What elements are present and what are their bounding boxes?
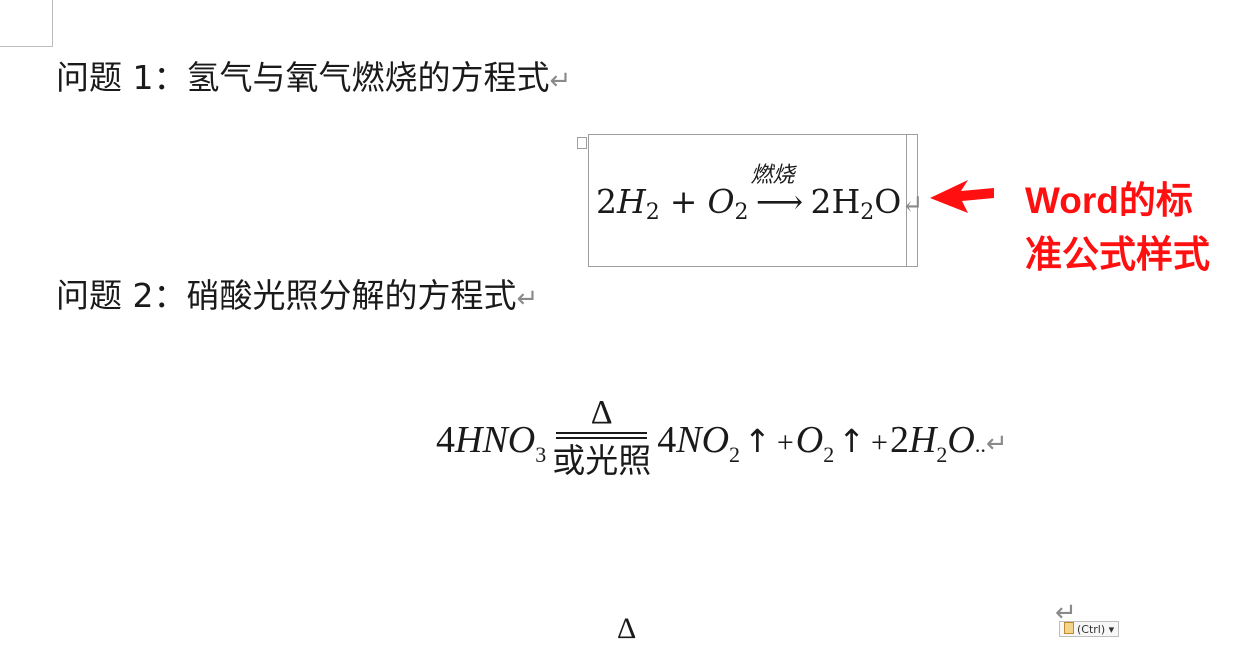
long-arrow-icon: ⟶	[755, 182, 804, 221]
eq2-condition-stack: Δ 或光照	[552, 396, 651, 483]
page-corner-mark	[0, 0, 53, 47]
equation-handle[interactable]	[577, 137, 587, 149]
equals-bar	[556, 437, 648, 439]
question-1-label: 问题 1：	[56, 58, 187, 97]
eq2-sub: 2	[729, 442, 741, 468]
equation-1-frame[interactable]	[588, 134, 918, 267]
eq1-plus: +	[669, 182, 698, 221]
eq1-product: 2H	[810, 182, 861, 221]
delta-icon: Δ	[617, 612, 637, 645]
eq2-no: NO	[676, 419, 730, 462]
eq2-water-o: O	[947, 419, 975, 462]
eq2-dots: ..	[974, 432, 986, 458]
delta-icon: Δ	[590, 394, 613, 431]
eq2-hno: HNO	[455, 419, 536, 462]
eq1-sub: 2	[734, 200, 749, 225]
paragraph-mark: ↵	[901, 190, 924, 220]
up-arrow-icon: ↑	[838, 422, 866, 461]
annotation-line-2: 准公式样式	[1025, 234, 1210, 275]
eq2-hydrogen: H	[908, 419, 937, 462]
annotation-line-1: Word的标	[1025, 180, 1193, 221]
eq1-sub: 2	[645, 200, 660, 225]
paste-options-label: (Ctrl) ▾	[1077, 623, 1115, 636]
question-1: 问题 1：氢气与氧气燃烧的方程式↵	[56, 58, 571, 101]
eq1-coefficient: 2	[596, 182, 617, 221]
eq2-condition: 或光照	[552, 441, 652, 480]
eq2-plus: +	[776, 426, 794, 460]
eq2-coefficient-2: 4	[657, 419, 677, 462]
eq1-sub: 2	[860, 200, 875, 225]
question-2-label: 问题 2：	[56, 276, 187, 315]
paragraph-mark: ↵	[985, 429, 1008, 460]
red-arrow-icon	[930, 180, 994, 213]
paste-options-button[interactable]: (Ctrl) ▾	[1059, 621, 1119, 637]
eq1-hydrogen: H	[617, 182, 646, 221]
eq2-sub: 2	[823, 442, 835, 468]
up-arrow-icon: ↑	[744, 422, 771, 461]
eq2-coefficient: 4	[436, 419, 455, 462]
annotation-label: Word的标 准公式样式	[1025, 174, 1245, 282]
question-2: 问题 2：硝酸光照分解的方程式↵	[56, 276, 538, 319]
eq2-sub: 3	[535, 442, 547, 468]
eq1-condition: 燃烧	[750, 163, 795, 188]
question-2-text: 硝酸光照分解的方程式	[186, 276, 517, 315]
paragraph-mark: ↵	[549, 66, 572, 96]
eq1-oxygen: O	[707, 182, 735, 221]
eq2-sub: 2	[936, 442, 948, 468]
eq2-plus: +	[871, 426, 888, 460]
paragraph-mark: ↵	[516, 284, 539, 314]
question-1-text: 氢气与氧气燃烧的方程式	[186, 58, 550, 97]
eq1-product-o: O	[874, 182, 902, 221]
eq2-coefficient-3: 2	[889, 419, 909, 462]
paragraph-mark: ↵	[1055, 598, 1077, 628]
eq1-arrow: 燃烧⟶	[751, 163, 807, 222]
eq2-oxygen: O	[795, 419, 824, 462]
clipboard-icon	[1064, 622, 1074, 634]
equals-bar	[556, 432, 648, 434]
